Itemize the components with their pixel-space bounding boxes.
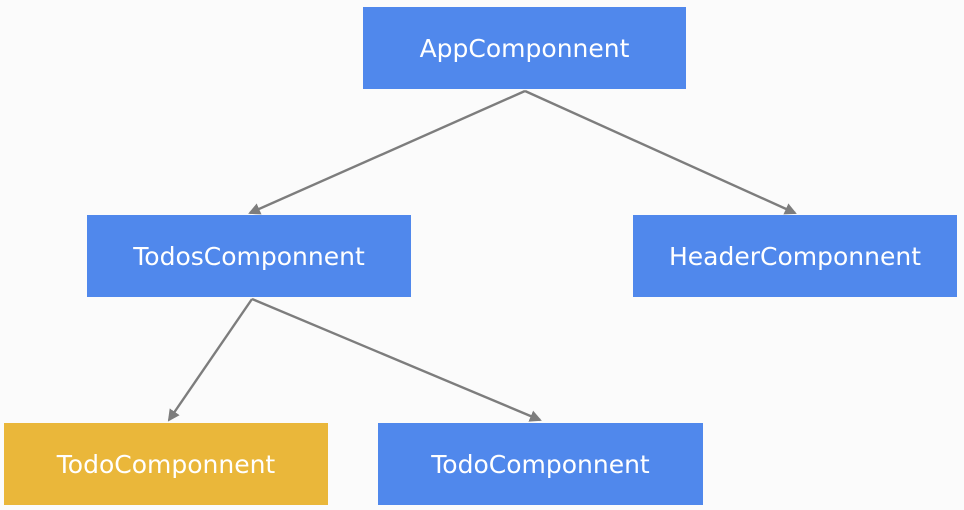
edge-todos-to-todo-1 xyxy=(167,298,253,422)
node-todos-component: TodosComponnent xyxy=(87,215,411,297)
node-todo-component-highlighted: TodoComponnent xyxy=(4,423,328,505)
node-app-component: AppComponnent xyxy=(363,7,686,89)
node-header-component: HeaderComponnent xyxy=(633,215,957,297)
edge-todos-to-todo-2 xyxy=(251,297,542,422)
node-todo-component: TodoComponnent xyxy=(378,423,703,505)
edge-app-to-todos xyxy=(248,89,526,215)
edge-app-to-header xyxy=(524,89,797,215)
